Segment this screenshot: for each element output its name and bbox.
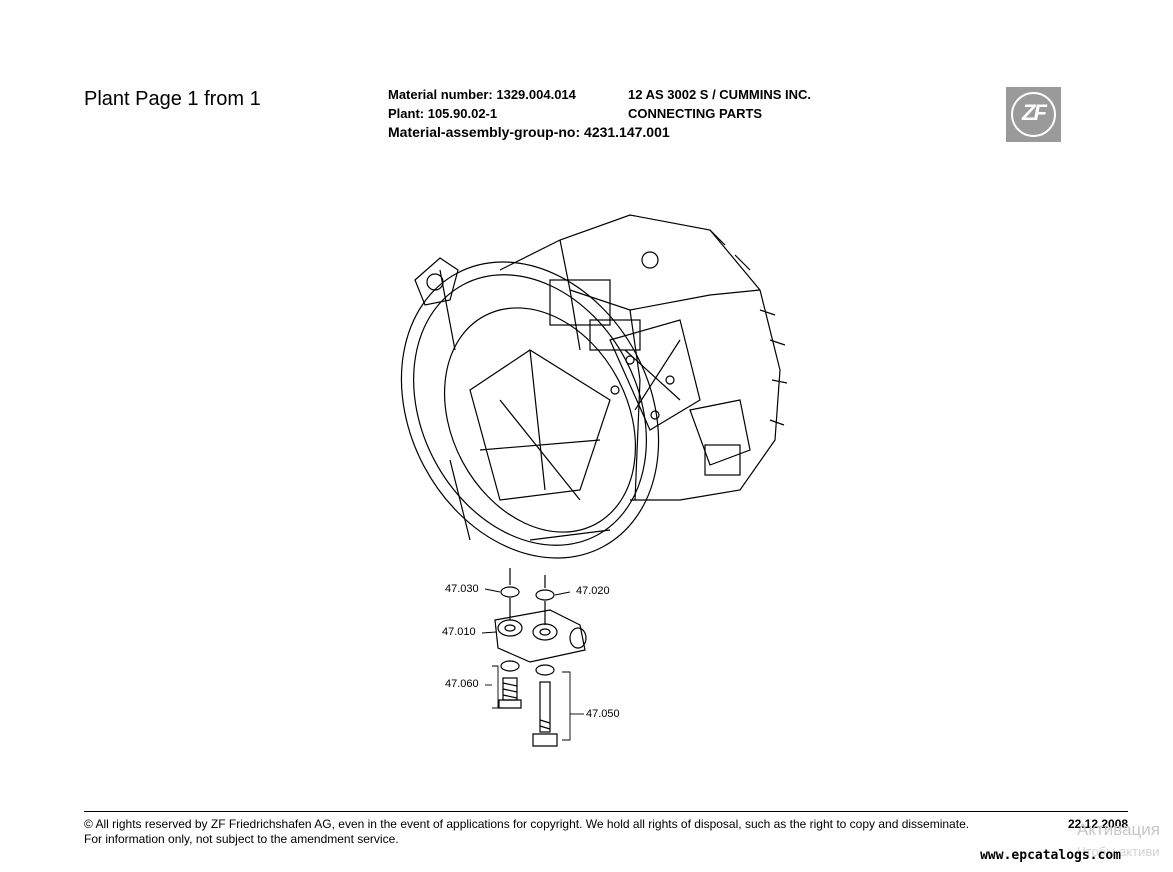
leader-lines: [481, 588, 584, 741]
material-number: Material number: 1329.004.014: [388, 87, 576, 102]
parts-drawing: [400, 214, 788, 747]
page-title: Plant Page 1 from 1: [84, 88, 261, 110]
callout-47-020: 47.020: [576, 585, 610, 597]
assembly-group-number: Material-assembly-group-no: 4231.147.001: [388, 124, 670, 140]
print-date: 22.12.2008: [1068, 817, 1129, 831]
bolt-long: [532, 681, 558, 747]
model-name: 12 AS 3002 S / CUMMINS INC.: [628, 87, 812, 102]
connecting-block-47-010: [494, 598, 587, 663]
callout-47-010: 47.010: [442, 626, 476, 638]
activation-watermark: Активация: [1077, 820, 1160, 839]
group-name: CONNECTING PARTS: [628, 106, 763, 121]
seal-ring-47-030: [500, 568, 520, 598]
activation-watermark-sub: Чтобы активи: [1077, 844, 1160, 859]
bolt-short: [498, 677, 522, 709]
seal-ring-47-020: [535, 575, 555, 601]
callout-47-050: 47.050: [586, 708, 620, 720]
zf-logo: ZF: [1006, 87, 1061, 142]
site-url: www.epcatalogs.com: [980, 848, 1121, 863]
disclaimer-text: For information only, not subject to the…: [84, 832, 399, 846]
footer-divider: [84, 811, 1128, 812]
callout-47-060: 47.060: [445, 678, 479, 690]
copyright-text: © All rights reserved by ZF Friedrichsha…: [84, 817, 970, 831]
plant-number: Plant: 105.90.02-1: [388, 106, 498, 121]
transmission-housing: [400, 214, 788, 559]
callout-47-030: 47.030: [445, 583, 479, 595]
seal-ring-47-050: [535, 664, 555, 676]
seal-ring-47-060: [500, 660, 520, 672]
